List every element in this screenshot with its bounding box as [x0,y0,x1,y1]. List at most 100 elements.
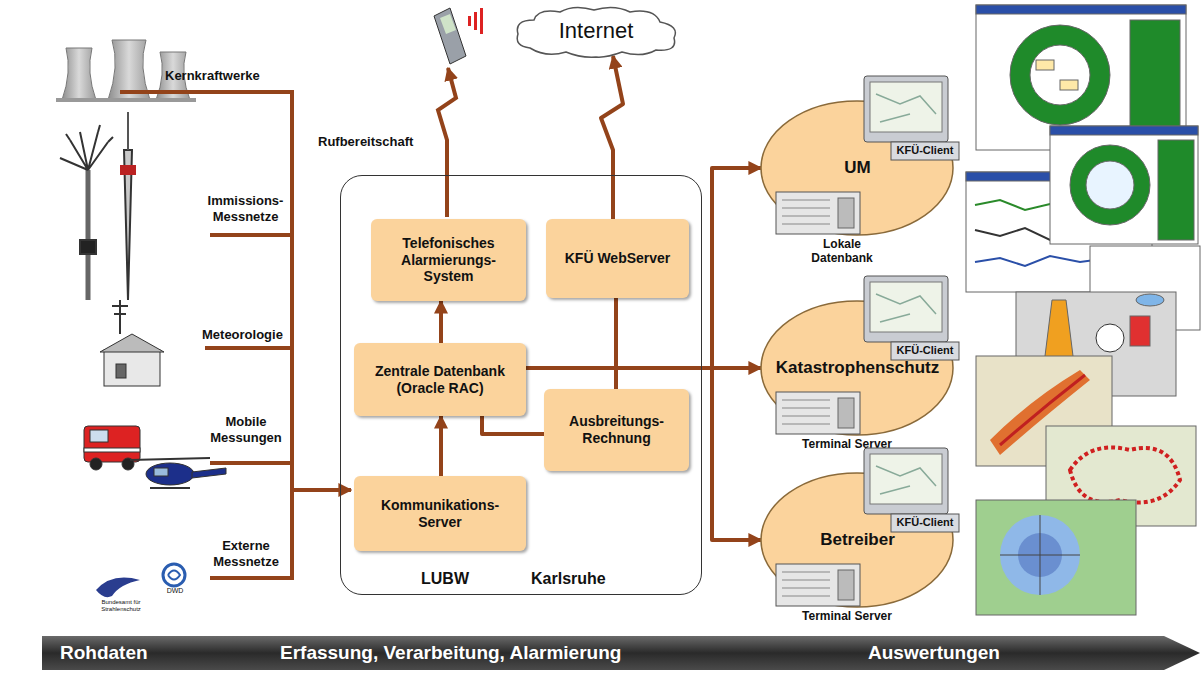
art-shape [292,488,351,492]
screen-map [876,94,936,122]
node-text: KFÜ WebServer [565,250,671,267]
art-shape [1050,126,1198,135]
server-slot [782,216,830,217]
source-label: Immissions- Messnetze [198,193,293,226]
art-shape [1130,316,1150,346]
art-shape [1030,45,1090,105]
art-shape [120,90,292,94]
source-wires [120,90,351,580]
art-shape [84,448,140,452]
art-shape [150,487,190,489]
screen-map [876,466,936,494]
node-text: Terminal Server [782,610,912,624]
node-text: Zentrale Datenbank (Oracle RAC) [362,363,518,397]
art-shape [205,346,292,350]
art-shape [116,364,126,378]
node-text: Rohdaten [60,642,260,664]
node-text: Betreiber [760,530,955,550]
source-label: Meteorologie [202,327,302,343]
art-shape [1136,294,1164,306]
art-shape [468,16,471,26]
server-slot [782,208,830,209]
weather-station [100,300,164,386]
art-shape [1000,515,1080,595]
art-shape [1010,25,1110,125]
source-label: Kernkraftwerke [165,68,305,84]
art-shape [90,430,108,442]
text-holder: KFÜ WebServer [557,250,679,267]
server-slot [782,200,830,201]
node-text: Kommunikations-Server [362,497,518,531]
node-text: Erfassung, Verarbeitung, Alarmierung [280,642,740,664]
logo-text: DWD [160,587,190,595]
node-text: LUBW [421,570,501,588]
server-slot [782,224,830,225]
art-shape [210,461,292,465]
client-site: UMKFÜ-ClientLokale Datenbank [760,74,960,268]
node-text: Telefonisches Alarmierungs-System [379,235,518,285]
text-holder: Zentrale Datenbank (Oracle RAC) [354,363,526,397]
monitor-base [891,142,959,160]
art-shape [84,426,140,462]
node-text: KFÜ-Client [891,344,959,357]
art-shape [1000,515,1080,595]
text-holder: Telefonisches Alarmierungs-System [371,235,526,285]
internet-cloud: Internet [510,4,682,58]
art-shape [56,98,196,102]
process-box: KFÜ WebServer [546,219,689,298]
monitor-frame [864,448,948,514]
art-shape [1060,80,1078,90]
source-label: Externe Messnetze [205,538,287,571]
art-shape [438,68,456,217]
pager-phone [434,8,483,217]
source-label: Mobile Messungen [205,414,287,447]
cloud-shape [517,7,675,57]
art-shape [1130,20,1180,142]
art-shape [1096,324,1124,352]
server-case [776,192,860,234]
text-holder: Internet [551,18,642,44]
measuring-masts [60,112,136,300]
art-shape [96,578,140,598]
art-shape [434,8,466,64]
server-slot [782,596,830,597]
art-shape [154,468,168,476]
server-drive [838,198,854,228]
connector [439,416,443,476]
art-shape [86,170,91,300]
server-case [776,392,860,434]
process-band: Rohdaten Erfassung, Verarbeitung, Alarmie… [42,636,1200,670]
art-shape [976,500,1136,615]
art-shape [210,233,292,237]
art-shape [66,125,113,142]
database-box: Zentrale Datenbank (Oracle RAC) [354,343,526,416]
art-shape [1158,140,1194,240]
node-text: Ausbreitungs-Rechnung [552,413,681,447]
art-shape [440,14,456,34]
connector [614,298,618,389]
screen-map [876,294,936,322]
node-text: UM [760,158,955,178]
monitor-screen [870,82,942,132]
monitor-frame [864,76,948,142]
art-shape [60,132,108,170]
node-text: Katastrophenschutz [760,358,955,378]
server-slot [782,588,830,589]
band-shape [42,636,1200,670]
text-holder: Ausbreitungs-Rechnung [544,413,689,447]
node-text: Internet [559,18,634,44]
art-shape [290,90,294,580]
server-slot [782,400,830,401]
art-shape [1070,145,1150,225]
node-text: Auswertungen [868,642,1128,664]
monitor-base [891,342,959,360]
art-shape [1050,126,1198,244]
connector [526,368,761,540]
vehicles [84,426,226,488]
art-shape [62,48,96,100]
art-shape [146,463,194,485]
server-drive [838,398,854,428]
logo-text: Bundesamt für Strahlenschutz [82,599,160,612]
pager-label: Rufbereitschaft [318,134,438,150]
